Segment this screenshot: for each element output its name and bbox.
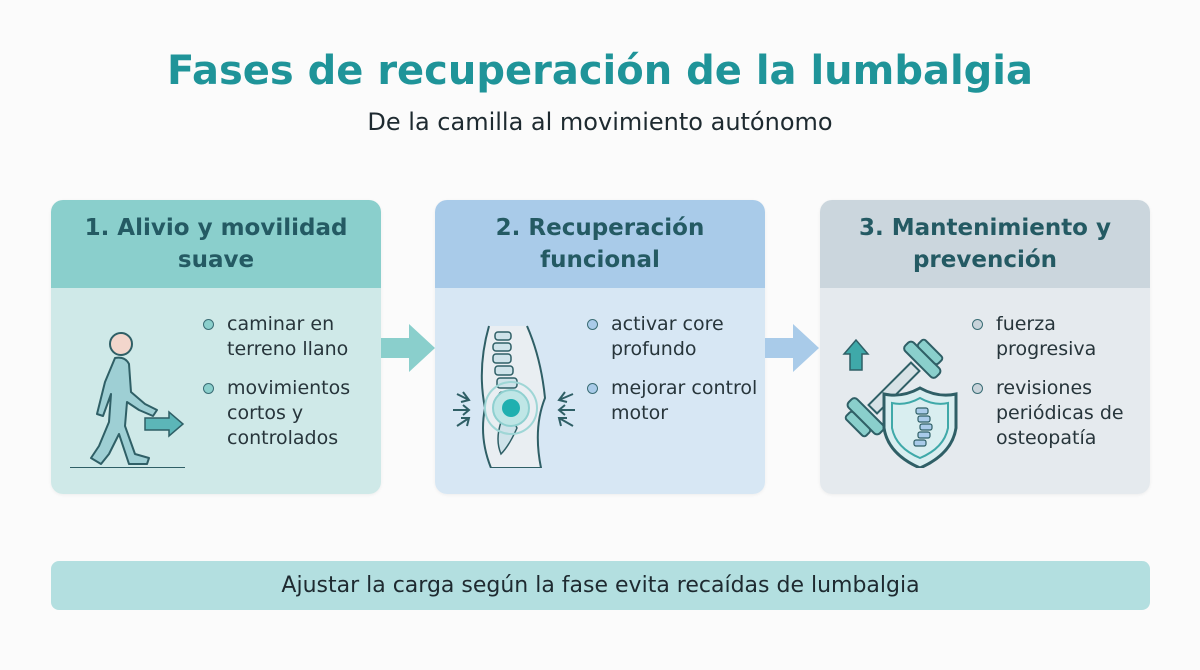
phase-card-3: 3. Mantenimiento y prevención fuerza <box>820 200 1150 494</box>
list-item: caminar en terreno llano <box>203 312 381 362</box>
list-item: movimientos cortos y controlados <box>203 376 381 451</box>
bullet-icon <box>972 319 983 330</box>
list-item: activar core profundo <box>587 312 765 362</box>
arrow-right-icon <box>765 324 819 372</box>
phase-items: fuerza progresiva revisiones periódicas … <box>972 312 1150 465</box>
phase-card-2: 2. Recuperación funcional <box>435 200 765 494</box>
bullet-icon <box>203 383 214 394</box>
phase-items: activar core profundo mejorar control mo… <box>587 312 765 440</box>
phase-body: caminar en terreno llano movimientos cor… <box>51 288 381 494</box>
phase-body: fuerza progresiva revisiones periódicas … <box>820 288 1150 494</box>
spine-core-icon <box>453 325 575 468</box>
phase-title: 1. Alivio y movilidad suave <box>51 200 381 288</box>
arrow-right-icon <box>381 324 435 372</box>
list-item: mejorar control motor <box>587 376 765 426</box>
phase-body: activar core profundo mejorar control mo… <box>435 288 765 494</box>
bullet-icon <box>203 319 214 330</box>
phase-card-1: 1. Alivio y movilidad suave caminar en t… <box>51 200 381 494</box>
list-item: revisiones periódicas de osteopatía <box>972 376 1150 451</box>
list-item: fuerza progresiva <box>972 312 1150 362</box>
phase-title: 3. Mantenimiento y prevención <box>820 200 1150 288</box>
footer-banner: Ajustar la carga según la fase evita rec… <box>51 561 1150 610</box>
phase-title: 2. Recuperación funcional <box>435 200 765 288</box>
bullet-icon <box>587 383 598 394</box>
bullet-icon <box>972 383 983 394</box>
bullet-icon <box>587 319 598 330</box>
page-subtitle: De la camilla al movimiento autónomo <box>367 108 833 136</box>
phase-items: caminar en terreno llano movimientos cor… <box>203 312 381 465</box>
dumbbell-shield-icon <box>842 338 958 468</box>
walking-person-icon <box>70 332 185 468</box>
page-title: Fases de recuperación de la lumbalgia <box>166 48 1033 94</box>
